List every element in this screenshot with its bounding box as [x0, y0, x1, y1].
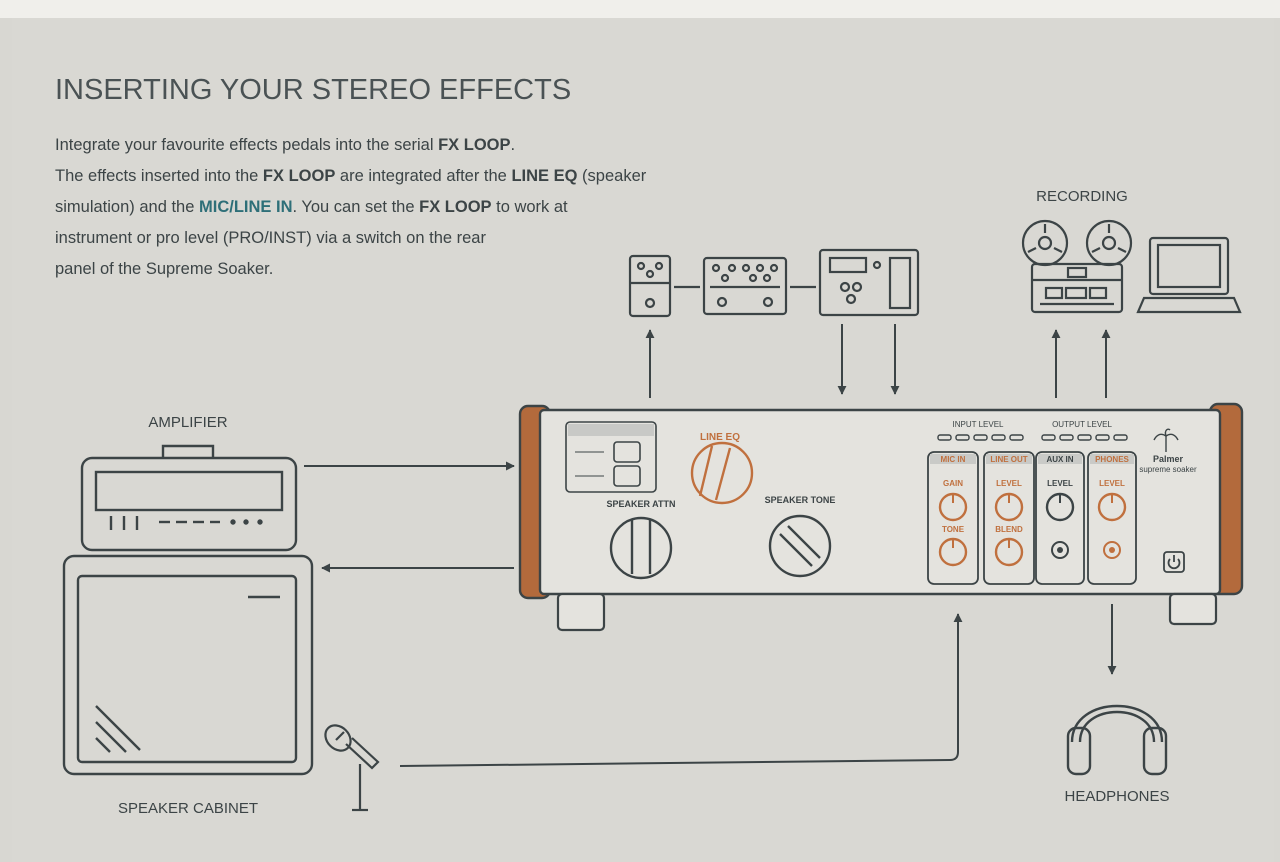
paragraph-line: simulation) and the MIC/LINE IN. You can…: [55, 198, 568, 216]
blend-label: BLEND: [995, 525, 1023, 534]
paragraph-run: MIC/LINE IN: [199, 198, 293, 216]
double-pedal-icon: [702, 256, 788, 316]
paragraph-run: .: [511, 136, 516, 154]
speaker-tone-knob[interactable]: [768, 514, 832, 578]
paragraph-run: FX LOOP: [419, 198, 491, 216]
recording-label: RECORDING: [1036, 188, 1128, 205]
speaker-cabinet-icon: [62, 554, 314, 776]
pedal-icon: [628, 254, 672, 318]
supreme-soaker-unit: LINE EQ SPEAKER ATTN SPEAKER TONE INPUT …: [518, 402, 1244, 632]
reel-to-reel-icon: [1021, 219, 1133, 314]
speaker-cabinet-label: SPEAKER CABINET: [118, 800, 258, 817]
gain-label: GAIN: [943, 479, 963, 488]
page-title: INSERTING YOUR STEREO EFFECTS: [55, 74, 571, 106]
fx-loop-switch-2[interactable]: [613, 465, 641, 487]
brand-logo: [1153, 428, 1179, 452]
paragraph-line: instrument or pro level (PRO/INST) via a…: [55, 229, 486, 247]
brand-name: Palmer: [1153, 454, 1184, 464]
power-icon[interactable]: [1163, 551, 1185, 573]
line-eq-label: LINE EQ: [700, 432, 740, 443]
speaker-attn-knob[interactable]: [609, 516, 673, 580]
headphones-label: HEADPHONES: [1064, 788, 1169, 805]
fx-chain: [628, 248, 920, 318]
multi-effects-icon: [818, 248, 920, 317]
paragraph-run: simulation) and the: [55, 198, 199, 216]
aux-in-jack[interactable]: [1051, 541, 1069, 559]
line-eq-knob[interactable]: [690, 441, 754, 505]
fx-loop-switch-1[interactable]: [613, 441, 641, 463]
mic-in-label: MIC IN: [941, 455, 966, 464]
phones-jack[interactable]: [1103, 541, 1121, 559]
speaker-attn-label: SPEAKER ATTN: [606, 499, 675, 509]
phones-level-label: LEVEL: [1099, 479, 1125, 488]
strip-headers: [930, 454, 1134, 464]
speaker-tone-label: SPEAKER TONE: [765, 495, 836, 505]
paragraph-run: FX LOOP: [438, 136, 510, 154]
paragraph-run: panel of the Supreme Soaker.: [55, 260, 273, 278]
tone-label: TONE: [942, 525, 965, 534]
paragraph-run: LINE EQ: [511, 167, 577, 185]
microphone-icon: [324, 724, 380, 812]
phones-label: PHONES: [1095, 455, 1129, 464]
paragraph-run: instrument or pro level (PRO/INST) via a…: [55, 229, 486, 247]
paragraph-run: are integrated after the: [335, 167, 511, 185]
level-leds: [937, 434, 1128, 441]
output-level-label: OUTPUT LEVEL: [1052, 420, 1112, 429]
aux-in-label: AUX IN: [1046, 455, 1073, 464]
paragraph-line: The effects inserted into the FX LOOP ar…: [55, 167, 647, 185]
paragraph-run: The effects inserted into the: [55, 167, 263, 185]
fx-loop-switch-block: [565, 421, 657, 493]
paragraph-run: Integrate your favourite effects pedals …: [55, 136, 438, 154]
channel-strips: [927, 451, 1137, 585]
laptop-icon: [1136, 236, 1242, 314]
paragraph-line: panel of the Supreme Soaker.: [55, 260, 273, 278]
model-name: supreme soaker: [1139, 465, 1197, 474]
headphones-icon: [1066, 704, 1168, 776]
description-paragraph: Integrate your favourite effects pedals …: [55, 136, 647, 278]
signal-connections: [304, 324, 1117, 767]
paragraph-run: (speaker: [577, 167, 646, 185]
aux-level-label: LEVEL: [1047, 479, 1073, 488]
mic-cable-arrow: [399, 613, 963, 767]
amplifier-label: AMPLIFIER: [148, 414, 227, 431]
amplifier-head-icon: [80, 444, 298, 552]
paragraph-line: Integrate your favourite effects pedals …: [55, 136, 515, 154]
input-level-label: INPUT LEVEL: [953, 420, 1005, 429]
paragraph-run: FX LOOP: [263, 167, 335, 185]
line-out-label: LINE OUT: [990, 455, 1027, 464]
paragraph-run: . You can set the: [293, 198, 420, 216]
line-out-level-label: LEVEL: [996, 479, 1022, 488]
paragraph-run: to work at: [492, 198, 569, 216]
